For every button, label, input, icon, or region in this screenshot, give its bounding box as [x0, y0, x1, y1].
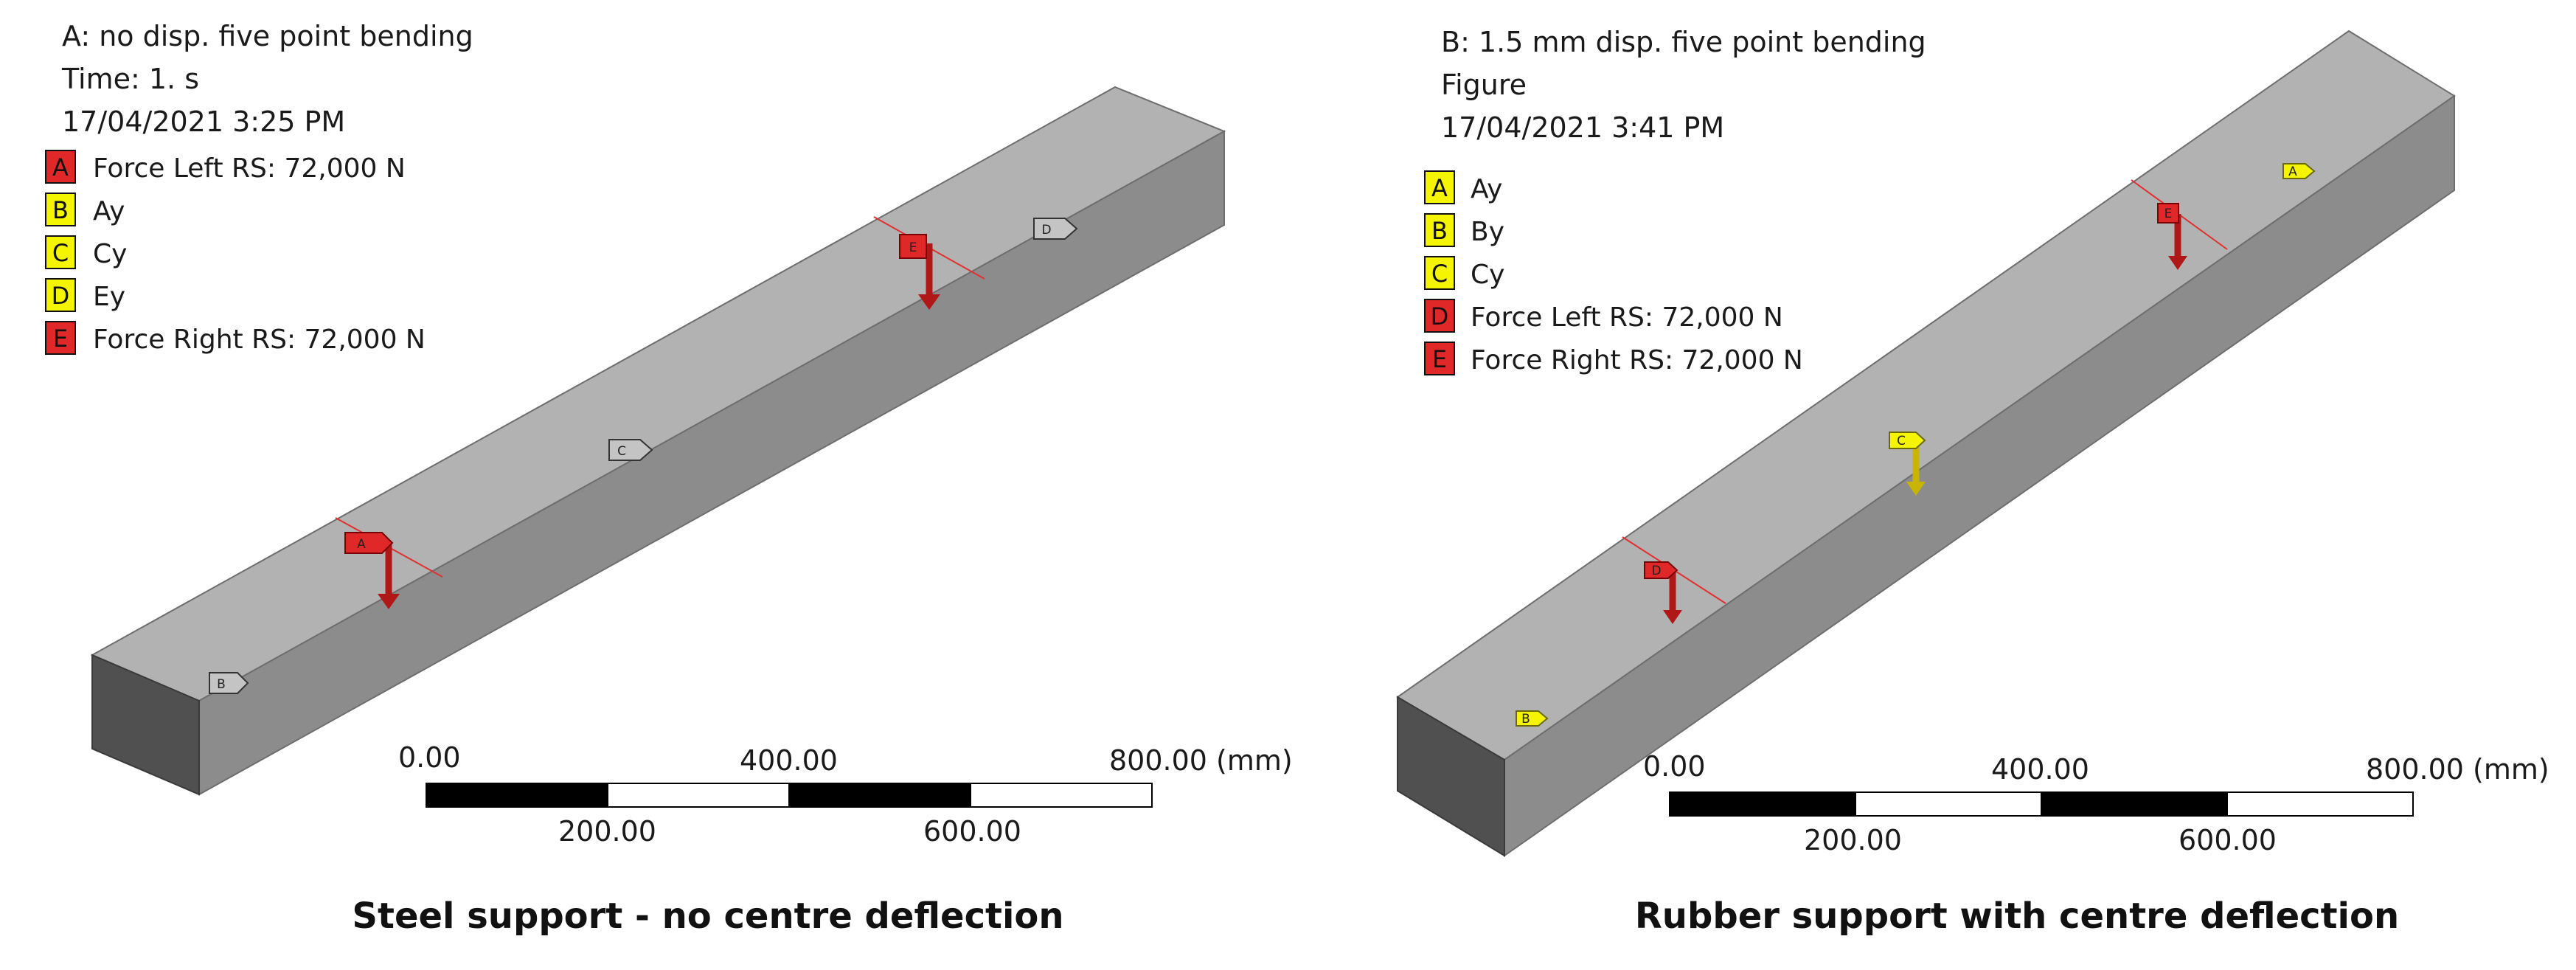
beam-marker-b: B	[209, 672, 249, 694]
legend-label-e: Force Right RS: 72,000 N	[1471, 345, 1803, 375]
beam-marker-c: C	[608, 439, 653, 461]
panel-a-caption: Steel support - no centre deflection	[352, 895, 1063, 937]
legend-label-d: Force Left RS: 72,000 N	[1471, 302, 1783, 333]
legend-label-a: Ay	[1471, 174, 1503, 204]
beam-marker-b: B	[1516, 710, 1549, 727]
scale-label-0: 0.00	[1643, 750, 1706, 783]
legend-swatch-c	[1424, 256, 1455, 290]
panel-a-header-time: Time: 1. s	[61, 63, 199, 95]
scale-label-600: 600.00	[923, 815, 1021, 848]
legend-label-e: Force Right RS: 72,000 N	[93, 325, 426, 355]
svg-text:A: A	[52, 153, 69, 181]
legend-label-c: Cy	[1471, 260, 1504, 290]
scale-label-800: 800.00 (mm)	[2366, 753, 2549, 786]
svg-text:C: C	[1897, 434, 1906, 448]
legend-swatch-d	[1424, 299, 1455, 333]
svg-text:C: C	[1431, 260, 1448, 288]
beam-marker-d: D	[1644, 561, 1682, 624]
svg-text:B: B	[217, 677, 226, 692]
beam-front-face	[1504, 94, 2455, 857]
beam-marker-d: D	[1033, 218, 1078, 240]
svg-text:E: E	[1432, 345, 1447, 373]
legend-swatch-d	[45, 278, 76, 312]
legend-swatch-e	[45, 321, 76, 355]
legend-swatch-a	[1424, 170, 1455, 204]
panel-a-header-title: A: no disp. five point bending	[62, 20, 473, 52]
panel-a-header-date: 17/04/2021 3:25 PM	[62, 105, 345, 138]
legend-label-d: Ey	[93, 282, 125, 312]
beam-end-face	[91, 654, 200, 796]
panel-b-header-figure: Figure	[1441, 69, 1527, 101]
beam-end-face	[1397, 696, 1505, 857]
legend-swatch-b	[45, 193, 76, 226]
legend-label-b: Ay	[93, 196, 125, 226]
beam-marker-a: A	[344, 532, 400, 609]
panel-b-legend: A Ay B By C Cy D Force Left RS: 72,000 N…	[1424, 170, 1803, 375]
svg-text:E: E	[53, 325, 68, 353]
scale-label-400: 400.00	[740, 744, 838, 777]
svg-text:D: D	[1651, 564, 1661, 578]
legend-swatch-b	[1424, 213, 1455, 247]
scale-label-200: 200.00	[558, 815, 656, 848]
svg-text:D: D	[1431, 302, 1449, 330]
scale-label-600: 600.00	[2179, 824, 2277, 856]
svg-text:D: D	[1041, 223, 1051, 238]
panel-b-scale-bar: 0.00 400.00 800.00 (mm) 200.00 600.00	[1643, 750, 2549, 856]
panel-a-scale-bar: 0.00 400.00 800.00 (mm) 200.00 600.00	[398, 741, 1293, 848]
svg-text:B: B	[52, 196, 69, 224]
svg-text:C: C	[52, 239, 69, 267]
beam-marker-e: E	[2157, 203, 2187, 270]
svg-text:A: A	[2288, 164, 2297, 179]
svg-text:A: A	[1431, 174, 1448, 202]
svg-text:B: B	[1521, 712, 1530, 727]
legend-swatch-c	[45, 235, 76, 269]
svg-text:D: D	[52, 282, 70, 310]
scale-label-0: 0.00	[398, 741, 461, 774]
panel-b-header-date: 17/04/2021 3:41 PM	[1441, 111, 1724, 144]
legend-swatch-a	[45, 150, 76, 184]
legend-swatch-e	[1424, 342, 1455, 375]
legend-label-a: Force Left RS: 72,000 N	[93, 153, 406, 184]
beam-b	[1396, 30, 2456, 857]
beam-marker-c: C	[1889, 432, 1926, 496]
beam-marker-e: E	[899, 234, 940, 310]
scale-label-200: 200.00	[1804, 824, 1902, 856]
svg-text:A: A	[357, 537, 366, 552]
svg-text:E: E	[909, 240, 917, 255]
panel-b-header-title: B: 1.5 mm disp. five point bending	[1441, 26, 1926, 58]
svg-text:B: B	[1431, 217, 1448, 245]
beam-a	[90, 86, 1226, 796]
legend-label-b: By	[1471, 217, 1504, 247]
beam-marker-a: A	[2282, 163, 2316, 179]
panel-b-caption: Rubber support with centre deflection	[1635, 895, 2399, 937]
svg-text:E: E	[2164, 207, 2173, 221]
scale-label-800: 800.00 (mm)	[1109, 744, 1293, 777]
panel-a: A B C D E A: no disp. five point bending…	[45, 20, 1293, 937]
panel-a-legend: A Force Left RS: 72,000 N B Ay C Cy D Ey…	[45, 150, 426, 355]
svg-text:C: C	[617, 444, 626, 459]
panel-b: A B C D E B: 1.5 mm disp. five point ben…	[1396, 26, 2549, 937]
legend-label-c: Cy	[93, 239, 127, 269]
scale-label-400: 400.00	[1991, 753, 2089, 786]
